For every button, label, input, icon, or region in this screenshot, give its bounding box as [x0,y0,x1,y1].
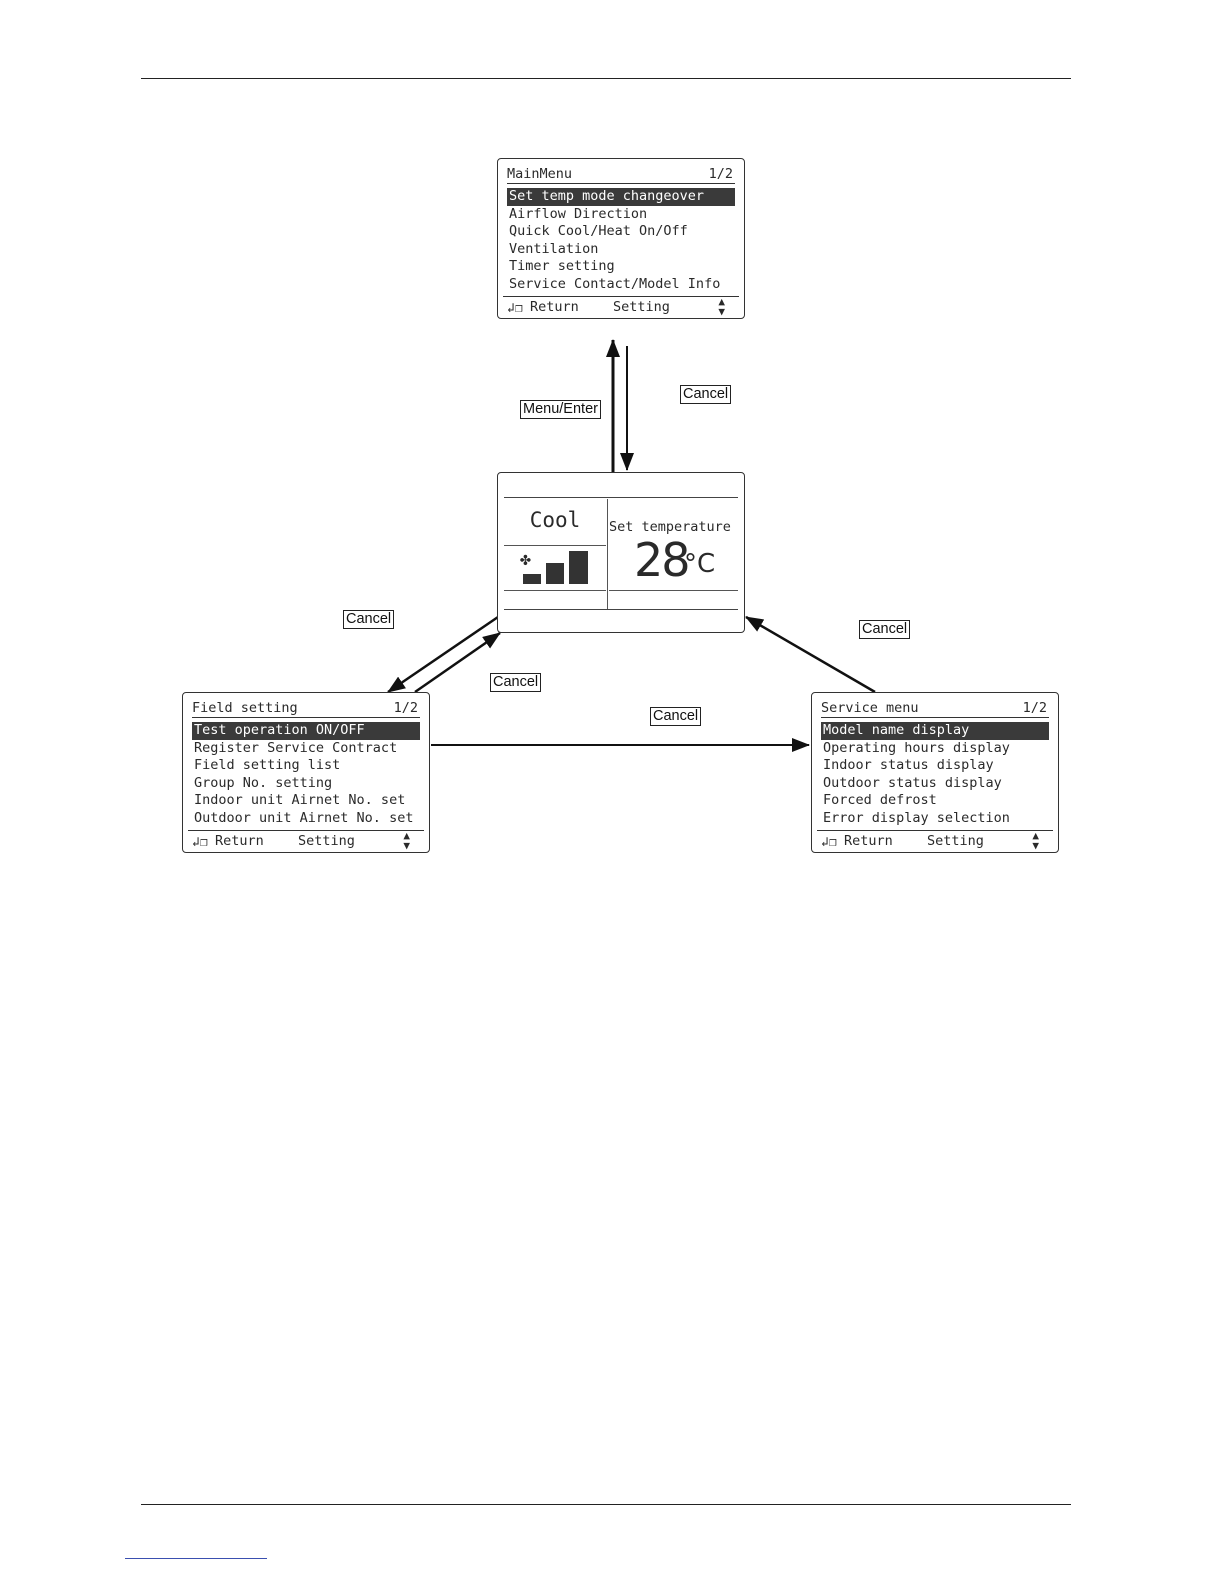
menu-item[interactable]: Forced defrost [823,792,937,808]
menu-item[interactable]: Service Contact/Model Info [509,275,721,292]
return-arrow-icon[interactable]: ↲❐ [192,835,208,850]
menu-item[interactable]: Test operation ON/OFF [192,722,420,740]
footer-rule [141,1504,1071,1505]
arrow-fieldsetting-to-home [414,631,501,694]
home-screen: Cool ✤ Set temperature 28 °C [497,472,745,633]
menu-title: MainMenu [507,166,573,182]
return-button[interactable]: Return [844,833,893,849]
header-rule [141,78,1071,79]
footer-link-underline [125,1558,267,1559]
menu-item[interactable]: Field setting list [194,757,341,773]
menu-item[interactable]: Error display selection [823,809,1010,826]
page-indicator: 1/2 [708,166,733,182]
menu-item[interactable]: Group No. setting [194,774,333,791]
up-down-triangle-icon[interactable]: ▲▼ [718,295,725,318]
set-temperature-label: Set temperature [609,519,731,535]
menu-enter-label: Menu/Enter [520,400,601,419]
up-down-triangle-icon[interactable]: ▲▼ [403,829,410,852]
temperature-unit: °C [684,549,716,579]
menu-item[interactable]: Indoor unit Airnet No. set [194,792,406,808]
menu-title: Service menu [821,700,919,716]
menu-title: Field setting [192,700,298,716]
menu-item[interactable]: Quick Cool/Heat On/Off [509,223,688,239]
up-down-triangle-icon[interactable]: ▲▼ [1032,829,1039,852]
menu-item[interactable]: Set temp mode changeover [507,188,735,206]
fan-icon: ✤ [520,549,531,570]
cancel-label-left: Cancel [343,610,395,629]
return-arrow-icon[interactable]: ↲❐ [821,835,837,850]
menu-item[interactable]: Operating hours display [823,739,1010,756]
menu-item[interactable]: Timer setting [509,258,615,274]
operation-mode: Cool [529,508,581,532]
return-button[interactable]: Return [215,833,264,849]
fan-speed-bar-1 [523,574,541,584]
cancel-label-top: Cancel [680,385,732,404]
menu-item[interactable]: Ventilation [509,240,599,257]
menu-item[interactable]: Outdoor status display [823,774,1002,791]
page-indicator: 1/2 [393,700,418,716]
temperature-value: 28 [634,533,691,587]
menu-item[interactable]: Model name display [821,722,1049,740]
return-arrow-icon[interactable]: ↲❐ [507,301,523,316]
fan-speed-bar-2 [546,563,564,584]
setting-button[interactable]: Setting [298,833,355,849]
menu-item[interactable]: Register Service Contract [194,739,398,756]
cancel-label-right: Cancel [859,620,911,639]
setting-button[interactable]: Setting [927,833,984,849]
arrow-service-to-home [745,615,876,694]
fan-speed-bar-3 [569,551,588,584]
return-button[interactable]: Return [530,299,579,315]
setting-button[interactable]: Setting [613,299,670,315]
menu-item[interactable]: Airflow Direction [509,205,648,222]
menu-item[interactable]: Indoor status display [823,757,994,773]
menu-item[interactable]: Outdoor unit Airnet No. set [194,809,414,826]
page-indicator: 1/2 [1022,700,1047,716]
cancel-label-bottom: Cancel [650,707,702,726]
arrow-home-to-fieldsetting [387,615,499,694]
cancel-label-mid: Cancel [490,673,542,692]
